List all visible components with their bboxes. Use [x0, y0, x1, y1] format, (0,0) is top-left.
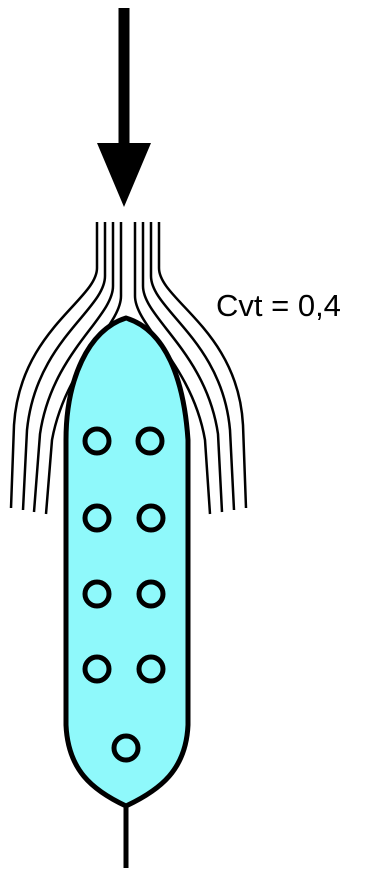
arrow-head: [97, 143, 151, 207]
down-arrow-icon: [97, 8, 151, 207]
cvt-label: Cvt = 0,4: [216, 288, 341, 323]
streamlined-body: [66, 318, 188, 806]
